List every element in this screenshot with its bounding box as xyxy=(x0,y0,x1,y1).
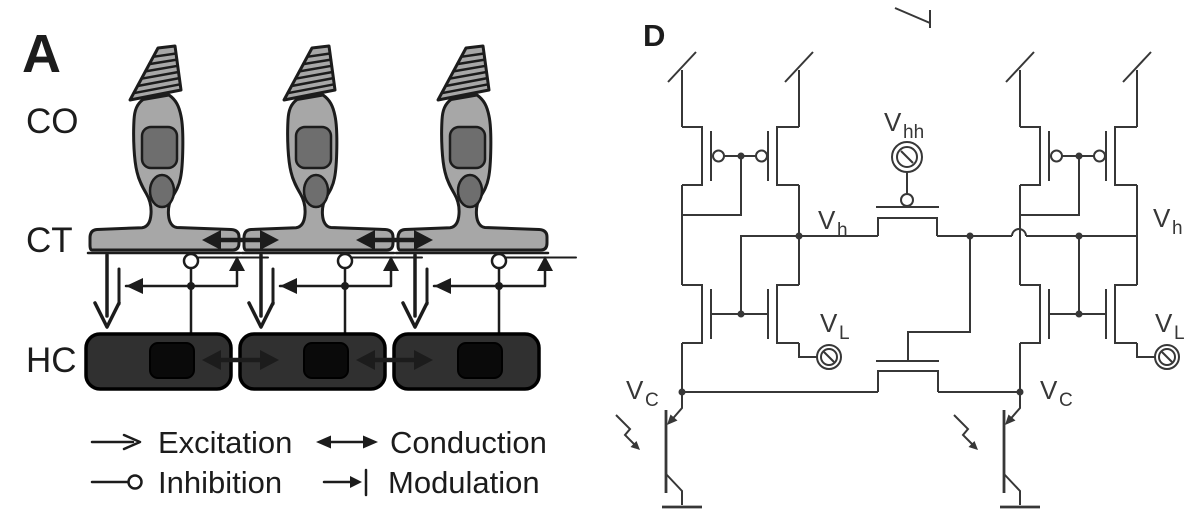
svg-text:L: L xyxy=(839,323,850,344)
svg-text:h: h xyxy=(1172,218,1183,239)
vl-left-label: V xyxy=(820,308,838,338)
svg-text:C: C xyxy=(1059,390,1073,411)
panel-a-label: A xyxy=(22,24,61,84)
vhh-label: V xyxy=(884,107,902,137)
legend: Excitation Conduction Inhibition Modulat… xyxy=(90,425,547,500)
vc-right-label: V xyxy=(1040,375,1058,405)
layer-label-hc: HC xyxy=(26,341,77,380)
vc-left-label: V xyxy=(626,375,644,405)
svg-text:hh: hh xyxy=(903,122,924,143)
legend-modulation: Modulation xyxy=(388,465,540,500)
vh-left-label: V xyxy=(818,205,836,235)
excitation-arrow-icon xyxy=(90,433,142,451)
panel-d: D xyxy=(614,7,1185,509)
cres-channel xyxy=(877,370,939,392)
circuit-cell-right xyxy=(952,50,1181,509)
panel-d-node-labels: V hh V h V h V L V L V C V C xyxy=(626,107,1185,411)
layer-label-ct: CT xyxy=(26,221,73,260)
vh-right-label: V xyxy=(1153,203,1171,233)
panel-a: A CO CT HC Excitation Conduction xyxy=(22,24,578,500)
cropped-rail-mark xyxy=(894,7,931,28)
cone-column-1 xyxy=(84,44,270,391)
svg-text:h: h xyxy=(837,220,848,241)
wire-hop xyxy=(1011,228,1027,237)
cres-gate-wire xyxy=(907,236,971,361)
circuit-cell-left xyxy=(614,50,843,509)
panel-d-label: D xyxy=(643,18,665,53)
legend-conduction: Conduction xyxy=(390,425,547,460)
svg-text:C: C xyxy=(645,390,659,411)
coupling-network xyxy=(682,7,1083,393)
vhh-source-icon xyxy=(891,141,923,173)
cone-column-2 xyxy=(238,44,424,391)
pmos-gate-bubble xyxy=(900,193,914,207)
cone-column-3 xyxy=(392,44,578,391)
svg-text:L: L xyxy=(1174,323,1185,344)
conduction-arrow-icon xyxy=(316,435,378,449)
vl-right-label: V xyxy=(1155,308,1173,338)
modulation-arrow-icon xyxy=(322,468,368,497)
inhibition-symbol-icon xyxy=(90,474,143,490)
legend-excitation: Excitation xyxy=(158,425,292,460)
legend-inhibition: Inhibition xyxy=(158,465,282,500)
layer-label-co: CO xyxy=(26,102,79,141)
hres-channel xyxy=(877,217,938,236)
